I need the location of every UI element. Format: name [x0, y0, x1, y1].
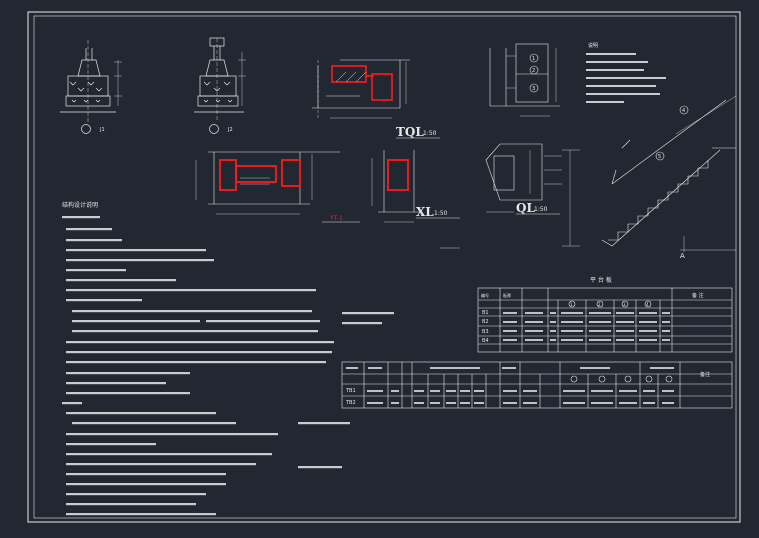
section-a-marker-3: 3: [532, 86, 535, 92]
foundation-section-j1[interactable]: [60, 40, 122, 134]
table1-row-b1: B1: [482, 310, 489, 316]
stair-axis-label: A: [680, 252, 685, 260]
table1-row-b3: B3: [482, 329, 489, 335]
table1-header-thickness: 板厚: [503, 292, 511, 298]
table1-header-4: 4: [646, 302, 649, 307]
table2-header-remark: 备注: [700, 371, 710, 378]
stair-elevation[interactable]: [562, 95, 737, 252]
table1-cell-values: [503, 312, 670, 341]
foundation-j1-label: J1: [99, 127, 105, 133]
table1-header-1: 1: [570, 302, 573, 307]
sheet-inner-frame: [33, 15, 737, 519]
xl-scale: 1:50: [434, 210, 448, 217]
tql-section[interactable]: [312, 59, 410, 119]
foundation-j2-label: J2: [227, 127, 233, 133]
xl-title: XL: [416, 205, 434, 219]
table1-header-remark: 备 注: [692, 292, 704, 299]
notes-text-lines: [62, 216, 394, 516]
foundation-section-j2[interactable]: [194, 37, 246, 134]
ql-scale: 1:50: [534, 206, 548, 213]
table1-grid[interactable]: [477, 287, 733, 353]
stair-marker-5: 5: [658, 154, 661, 160]
tql-scale: 1:50: [423, 130, 437, 137]
table2-row-tb1: TB1: [345, 388, 356, 394]
section-a-marker-1: 1: [532, 56, 535, 62]
table2-grid[interactable]: [341, 361, 733, 409]
stair-marker-4: 4: [682, 108, 685, 114]
section-a-marker-2: 2: [532, 68, 535, 74]
top-notes-lines: [586, 53, 666, 103]
ql-title: QL: [516, 201, 535, 215]
table1-header-code: 编号: [481, 292, 489, 298]
yt1-section[interactable]: [195, 151, 340, 215]
yt1-label: YT-1: [329, 215, 343, 222]
tql-title: TQL: [396, 125, 424, 139]
table1-row-b2: B2: [482, 319, 489, 325]
top-notes-title: 说明: [588, 42, 598, 49]
notes-title: 结构设计说明: [62, 201, 98, 209]
sheet-outer-frame: [27, 11, 741, 523]
ql-section[interactable]: [485, 143, 562, 213]
table1-title: 平 台 板: [590, 276, 612, 284]
table1-header-3: 3: [623, 302, 626, 307]
table1-row-b4: B4: [482, 338, 489, 344]
table1-header-2: 2: [598, 302, 601, 307]
table2-cell-values: [346, 367, 674, 404]
section-detail-a[interactable]: [489, 43, 560, 117]
xl-section[interactable]: [371, 150, 420, 223]
table2-row-tb2: TB2: [345, 400, 356, 406]
